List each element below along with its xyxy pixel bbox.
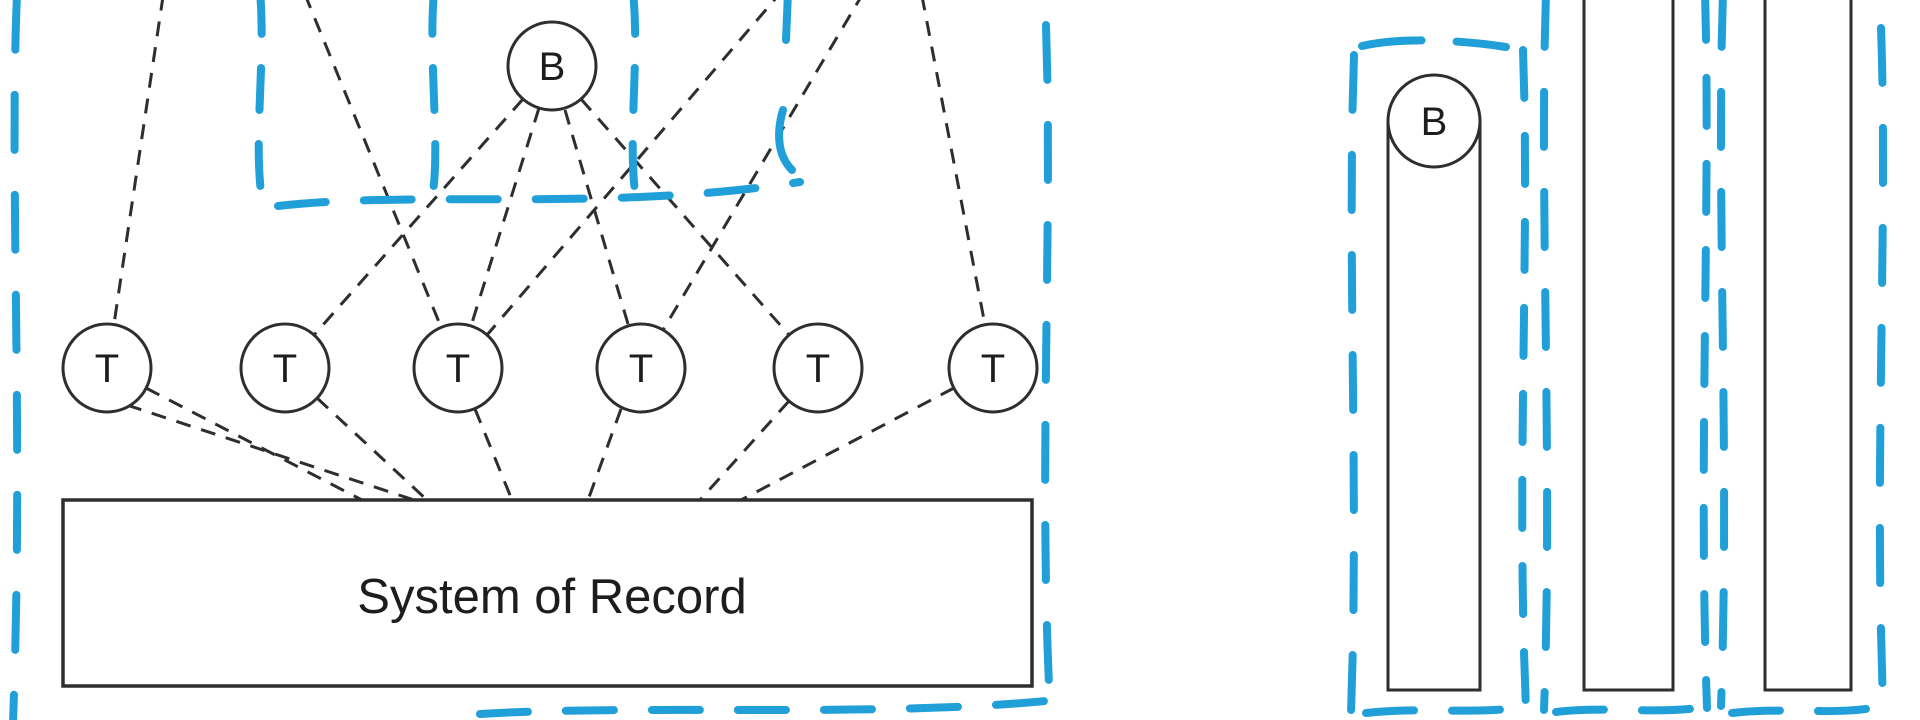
- edge-offtop-t1: [112, 0, 165, 325]
- marker-partition-line-4a: [782, 0, 792, 44]
- edge-b-t3: [469, 107, 541, 327]
- stack-bar-1: [1386, 119, 1482, 692]
- marker-bar2-bottom: [1552, 704, 1702, 716]
- bot-node: B: [506, 20, 598, 112]
- edge-offtop-t3-right: [485, 0, 777, 336]
- system-of-record-rect: [61, 498, 1034, 688]
- marker-partition-line-3: [628, 0, 640, 204]
- tool-node-label: T: [95, 347, 119, 391]
- tool-node: T: [772, 322, 864, 414]
- tool-node: T: [61, 322, 153, 414]
- tool-node-circle: [947, 322, 1039, 414]
- tool-node: T: [239, 322, 331, 414]
- bot-node-circle: [506, 20, 598, 112]
- tool-node-circle: [61, 322, 153, 414]
- marker-partition-horizontal: [274, 178, 804, 210]
- tool-node-label: T: [629, 347, 653, 391]
- system-of-record-label: System of Record: [357, 570, 746, 624]
- stack-bar-3: [1763, 0, 1853, 692]
- tool-node-circle: [412, 322, 504, 414]
- marker-bar2-right: [1699, 0, 1711, 712]
- marker-bar1-bottom: [1362, 704, 1520, 717]
- marker-bar3-left: [1716, 0, 1729, 710]
- edge-offtop-t3-left: [305, 0, 443, 328]
- marker-bar2-left: [1539, 0, 1552, 714]
- edge-t6-sor: [740, 386, 955, 502]
- tool-node: T: [947, 322, 1039, 414]
- tool-node-label: T: [981, 347, 1005, 391]
- edge-offtop-t4: [661, 0, 861, 331]
- tool-node-label: T: [806, 347, 830, 391]
- edge-b-t2: [312, 98, 525, 336]
- marker-bar3-bottom: [1728, 704, 1876, 717]
- bot-node: B: [1386, 73, 1482, 169]
- network-edges: [112, 0, 987, 504]
- system-of-record-box: System of Record: [61, 498, 1034, 688]
- marker-left-boundary-right: [1041, 21, 1054, 710]
- tool-node-label: T: [446, 347, 470, 391]
- marker-left-boundary-bottom: [476, 696, 1060, 718]
- marker-partition-line-2: [428, 0, 440, 202]
- right-cluster: B: [1386, 0, 1853, 692]
- marker-partition-line-4b: [775, 106, 796, 174]
- stack-bar-2: [1582, 0, 1675, 692]
- tool-node: T: [595, 322, 687, 414]
- marker-left-boundary-left: [9, 0, 22, 720]
- edge-t4-sor: [586, 408, 623, 501]
- marker-annotations: [9, 0, 1888, 720]
- edge-t1-sor: [145, 386, 363, 502]
- tool-node: T: [412, 322, 504, 414]
- marker-partition-line-1: [254, 0, 266, 204]
- marker-bar1-top: [1358, 36, 1510, 51]
- bot-node-circle: [1386, 73, 1482, 169]
- tool-node-circle: [772, 322, 864, 414]
- marker-bar3-right: [1875, 24, 1888, 704]
- marker-bar1-left: [1347, 51, 1358, 716]
- tool-node-circle: [595, 322, 687, 414]
- tool-node-label: T: [273, 347, 297, 391]
- edge-t3-sor: [473, 408, 514, 501]
- left-cluster: System of Record B T T T T: [61, 0, 1039, 688]
- marker-bar1-right: [1518, 46, 1530, 712]
- edge-t5-sor: [698, 399, 791, 502]
- tool-node-circle: [239, 322, 331, 414]
- bot-node-label: B: [539, 45, 566, 89]
- edge-b-t5: [579, 98, 791, 336]
- edge-b-t4: [563, 109, 630, 325]
- edge-offtop-t6: [921, 0, 987, 326]
- bot-node-label: B: [1421, 100, 1448, 144]
